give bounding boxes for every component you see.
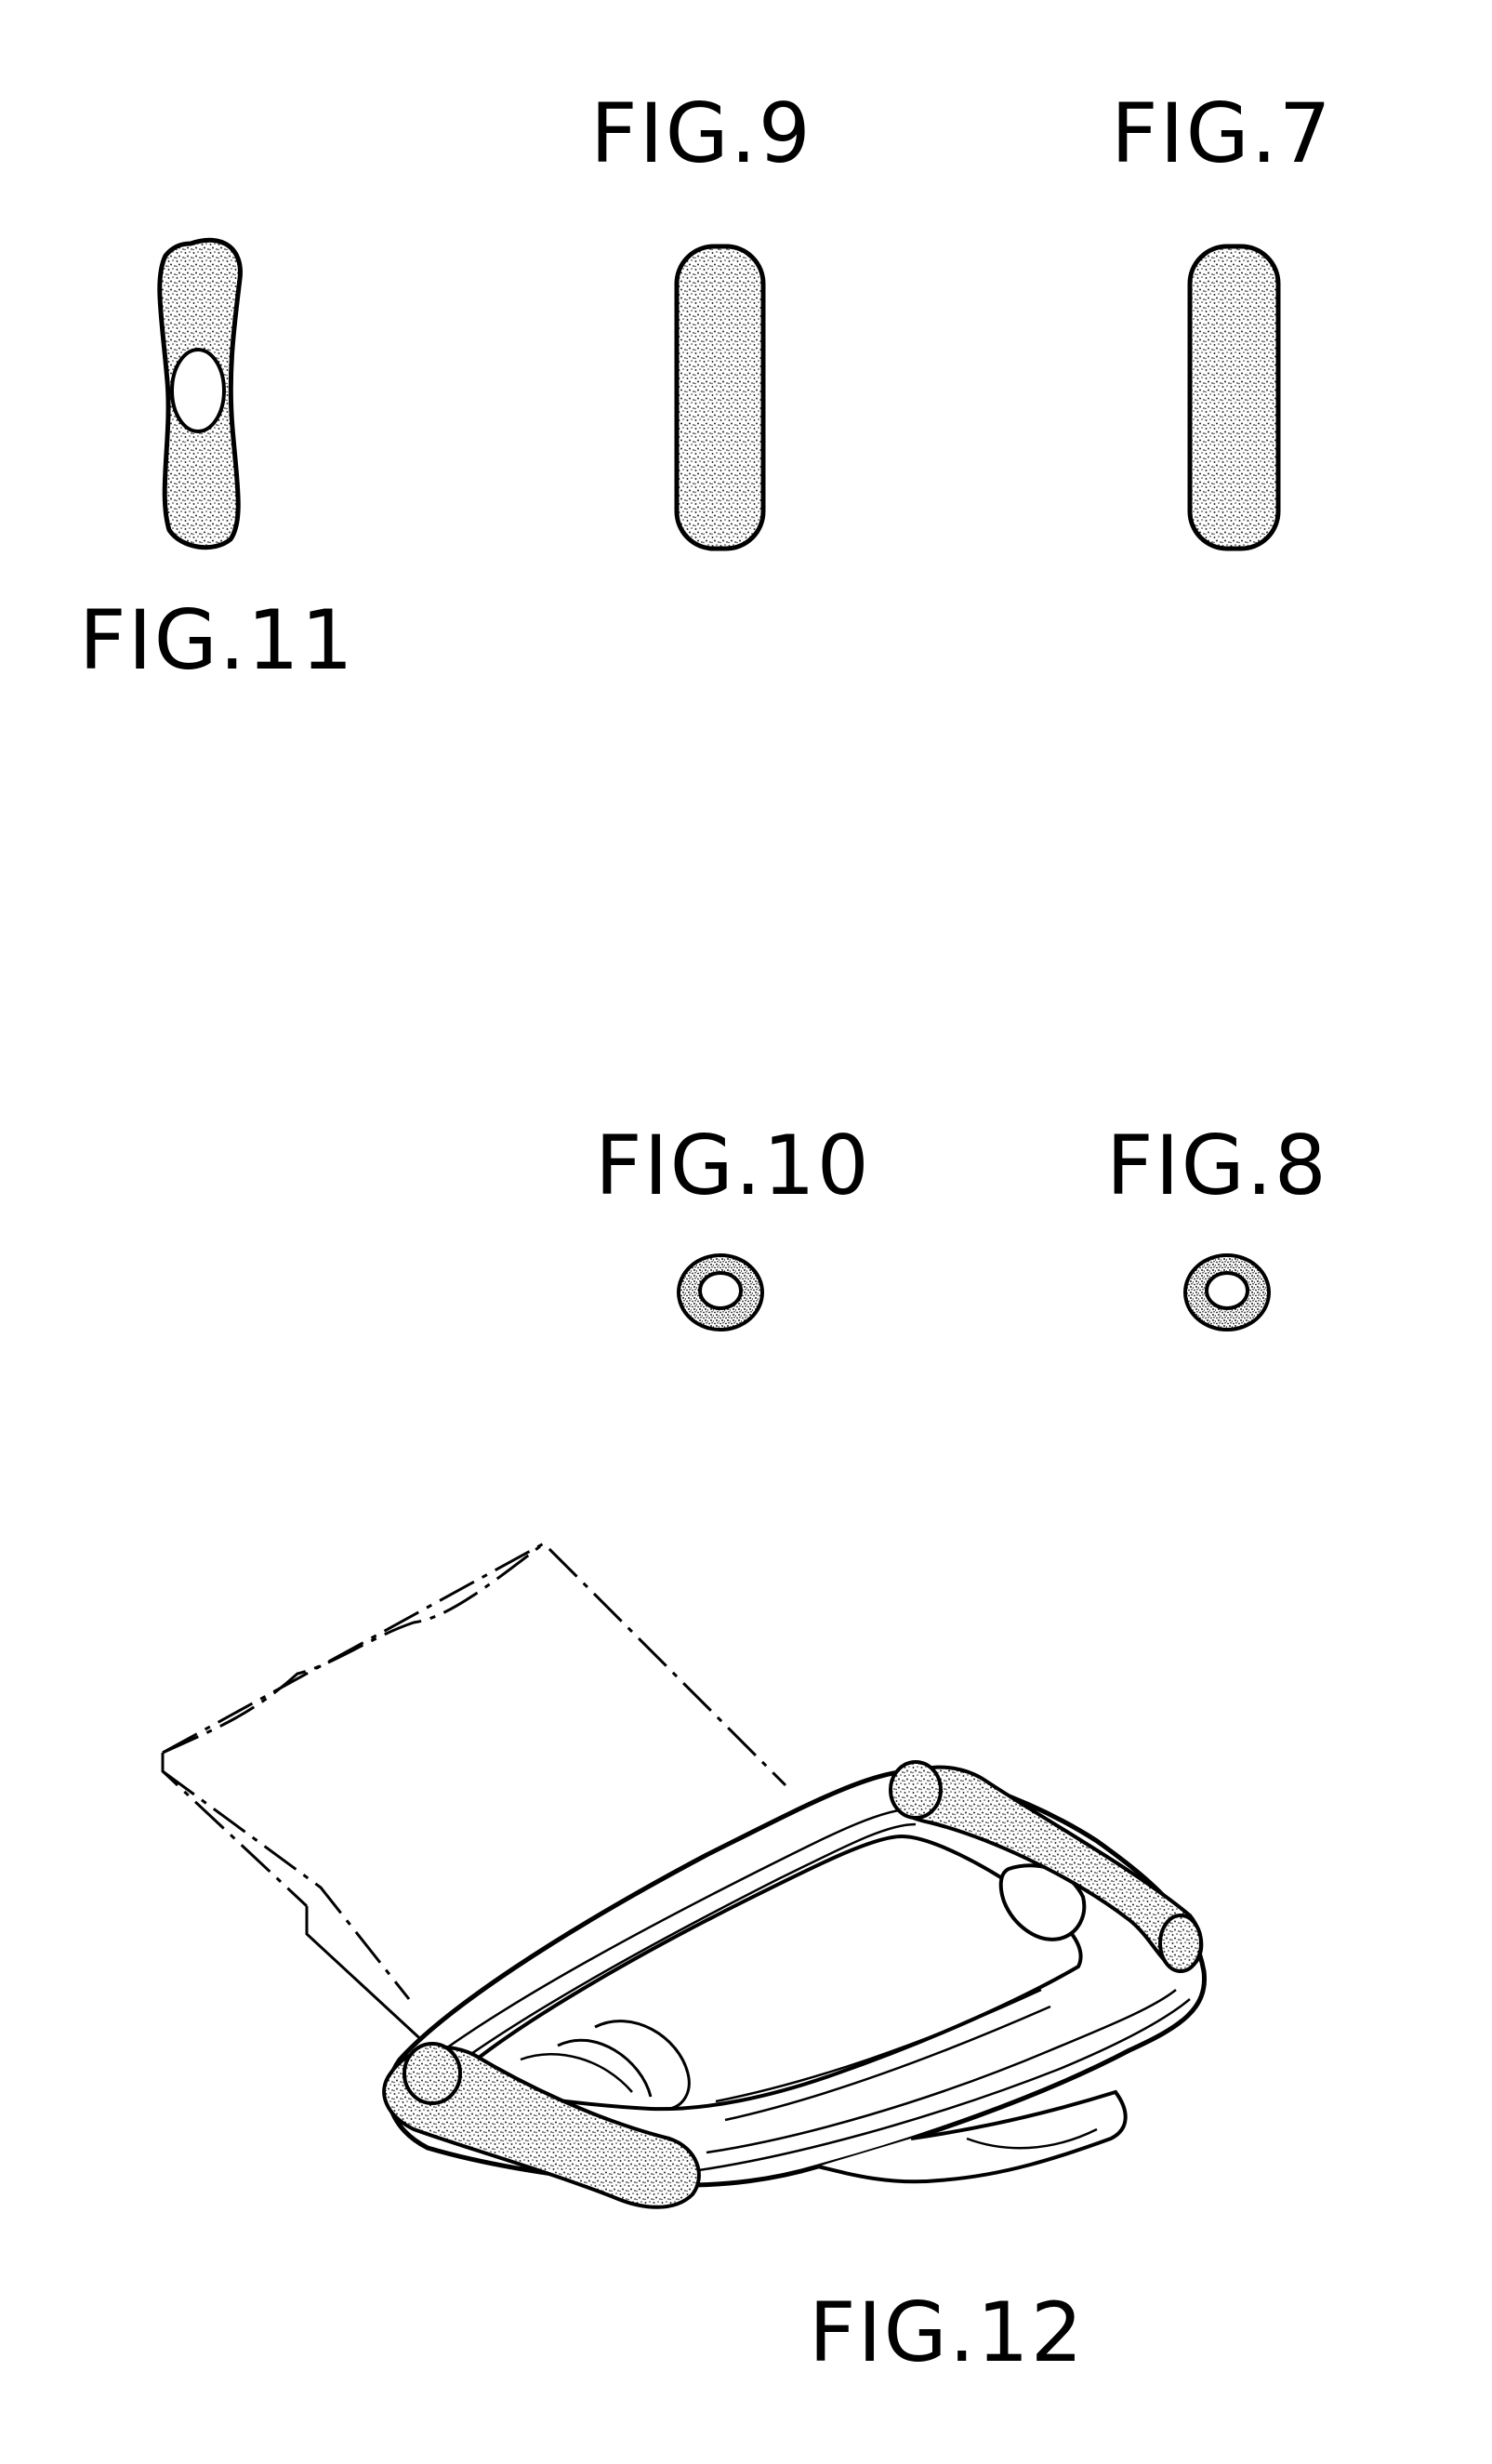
fig8-label: FIG.8	[1106, 1125, 1328, 1207]
fig9-label: FIG.9	[590, 93, 812, 175]
fig10-label: FIG.10	[595, 1125, 871, 1207]
fig9-straight-bar	[677, 246, 763, 549]
fig12-label: FIG.12	[809, 2292, 1085, 2374]
fig12-buckle-assembly	[163, 1543, 1205, 2207]
fig10-ring	[679, 1255, 762, 1330]
fig11-curved-bar	[160, 240, 241, 547]
fig8-ring	[1185, 1255, 1269, 1330]
fig11-label: FIG.11	[79, 600, 355, 682]
fig7-straight-bar	[1190, 246, 1278, 549]
fig7-label: FIG.7	[1111, 93, 1333, 175]
